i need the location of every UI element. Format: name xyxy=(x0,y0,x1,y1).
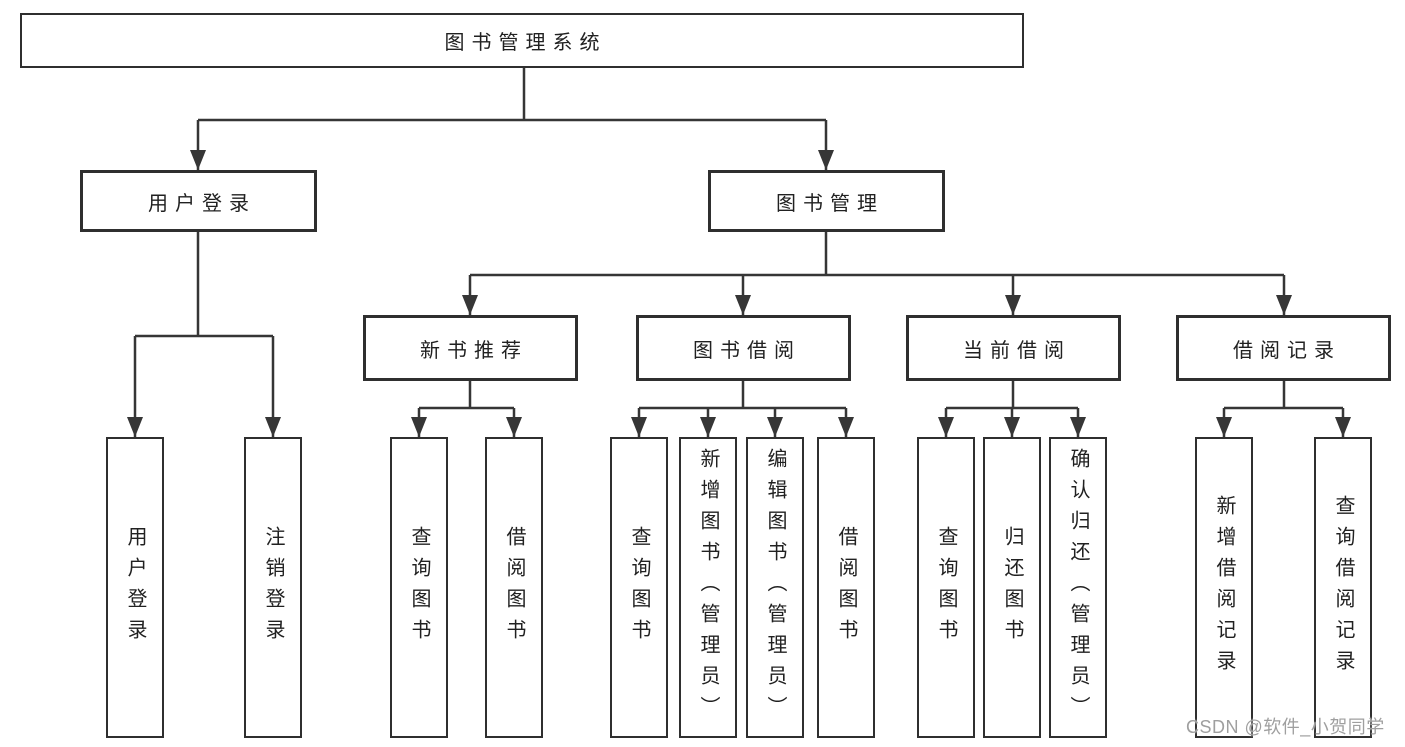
node-book-management-label: 图书管理 xyxy=(776,192,884,215)
node-leaf-query-books-1: 查询图书 xyxy=(390,437,448,738)
node-leaf-logout-label: 注销登录 xyxy=(262,525,284,650)
node-current-borrowing-label: 当前借阅 xyxy=(963,339,1071,362)
node-leaf-query-books-3-label: 查询图书 xyxy=(935,525,957,650)
node-leaf-add-book-admin-label: 新增图书（管理员） xyxy=(697,448,719,727)
node-leaf-query-books-2: 查询图书 xyxy=(610,437,668,738)
csdn-watermark: CSDN @软件_小贺同学 xyxy=(1186,717,1385,737)
node-new-book-recommendation-label: 新书推荐 xyxy=(420,339,528,362)
node-leaf-query-borrow-record-label: 查询借阅记录 xyxy=(1332,494,1354,681)
node-leaf-return-books: 归还图书 xyxy=(983,437,1041,738)
node-root-label: 图书管理系统 xyxy=(444,32,607,54)
node-leaf-query-books-2-label: 查询图书 xyxy=(628,525,650,650)
node-leaf-borrow-books-1-label: 借阅图书 xyxy=(503,525,525,650)
node-book-management: 图书管理 xyxy=(708,170,945,232)
node-leaf-add-book-admin: 新增图书（管理员） xyxy=(679,437,737,738)
node-root: 图书管理系统 xyxy=(20,13,1024,68)
node-leaf-query-books-1-label: 查询图书 xyxy=(408,525,430,650)
node-leaf-return-books-label: 归还图书 xyxy=(1001,525,1023,650)
node-borrowing-records: 借阅记录 xyxy=(1176,315,1391,381)
node-leaf-edit-book-admin-label: 编辑图书（管理员） xyxy=(764,448,786,727)
node-borrowing-records-label: 借阅记录 xyxy=(1233,339,1341,362)
node-leaf-borrow-books-2: 借阅图书 xyxy=(817,437,875,738)
node-leaf-borrow-books-2-label: 借阅图书 xyxy=(835,525,857,650)
node-book-borrowing-label: 图书借阅 xyxy=(693,339,801,362)
node-leaf-edit-book-admin: 编辑图书（管理员） xyxy=(746,437,804,738)
node-book-borrowing: 图书借阅 xyxy=(636,315,851,381)
node-user-login-label: 用户登录 xyxy=(148,192,256,215)
node-leaf-query-books-3: 查询图书 xyxy=(917,437,975,738)
node-leaf-logout: 注销登录 xyxy=(244,437,302,738)
arrow-down-icon xyxy=(127,150,1351,437)
node-leaf-confirm-return-admin-label: 确认归还（管理员） xyxy=(1067,448,1089,727)
node-user-login: 用户登录 xyxy=(80,170,317,232)
node-current-borrowing: 当前借阅 xyxy=(906,315,1121,381)
node-leaf-query-borrow-record: 查询借阅记录 xyxy=(1314,437,1372,738)
node-leaf-confirm-return-admin: 确认归还（管理员） xyxy=(1049,437,1107,738)
node-leaf-add-borrow-record-label: 新增借阅记录 xyxy=(1213,494,1235,681)
node-new-book-recommendation: 新书推荐 xyxy=(363,315,578,381)
node-leaf-add-borrow-record: 新增借阅记录 xyxy=(1195,437,1253,738)
node-leaf-user-login-label: 用户登录 xyxy=(124,525,146,650)
node-leaf-user-login: 用户登录 xyxy=(106,437,164,738)
node-leaf-borrow-books-1: 借阅图书 xyxy=(485,437,543,738)
